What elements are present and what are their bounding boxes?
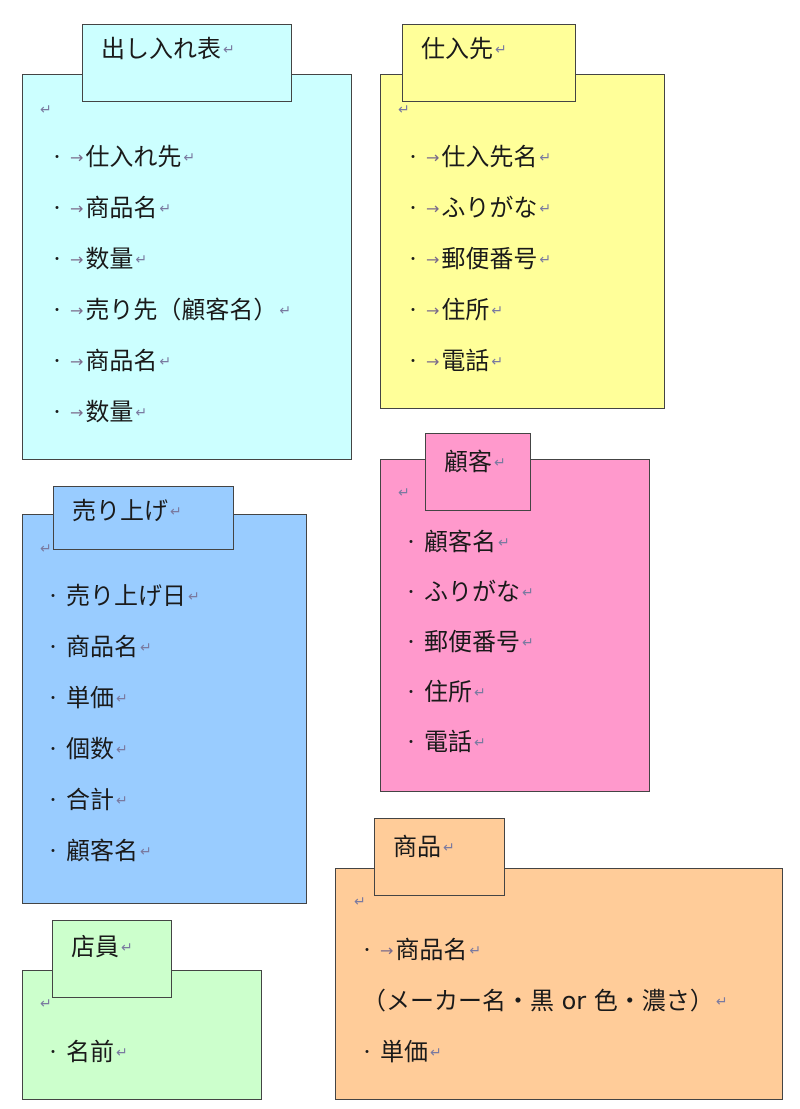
list-item: ・売り上げ日↵: [46, 582, 200, 610]
list-item: ・→数量↵: [50, 245, 148, 273]
list-item: （メーカー名・黒 or 色・濃さ）↵: [362, 987, 728, 1015]
list-item: ・単価↵: [46, 684, 128, 712]
list-item: ・顧客名↵: [404, 528, 510, 556]
list-item: ・→仕入先名↵: [406, 143, 552, 171]
list-item: ・住所↵: [404, 678, 486, 706]
list-item: ・商品名↵: [46, 633, 152, 661]
list-item: ・合計↵: [46, 786, 128, 814]
list-item: ・→商品名↵: [360, 936, 482, 964]
list-item: ・顧客名↵: [46, 837, 152, 865]
table-shohin-title: 商品↵: [374, 818, 505, 896]
list-item: ・→郵便番号↵: [406, 245, 552, 273]
table-shiiresaki-title: 仕入先↵: [402, 24, 576, 102]
list-item: ・→数量↵: [50, 398, 148, 426]
list-item: ・個数↵: [46, 735, 128, 763]
table-dashiire: [22, 74, 352, 460]
table-uriage: [22, 514, 307, 904]
list-item: ・電話↵: [404, 728, 486, 756]
list-item: ・→商品名↵: [50, 347, 172, 375]
list-item: ・→売り先（顧客名）↵: [50, 296, 292, 324]
list-item: ・ふりがな↵: [404, 578, 534, 606]
table-kokyaku-title: 顧客↵: [425, 433, 531, 511]
list-item: ・→住所↵: [406, 296, 504, 324]
table-kokyaku: [380, 459, 650, 792]
table-shiiresaki: [380, 74, 665, 409]
list-item: ・→商品名↵: [50, 194, 172, 222]
table-tenin-title: 店員↵: [52, 920, 172, 998]
table-shohin: [335, 868, 783, 1100]
list-item: ・名前↵: [46, 1038, 128, 1066]
list-item: ・→仕入れ先↵: [50, 143, 196, 171]
list-item: ・郵便番号↵: [404, 628, 534, 656]
list-item: ・→ふりがな↵: [406, 194, 552, 222]
list-item: ・単価↵: [360, 1038, 442, 1066]
list-item: ・→電話↵: [406, 347, 504, 375]
table-uriage-title: 売り上げ↵: [53, 486, 234, 550]
table-dashiire-title: 出し入れ表↵: [82, 24, 292, 102]
